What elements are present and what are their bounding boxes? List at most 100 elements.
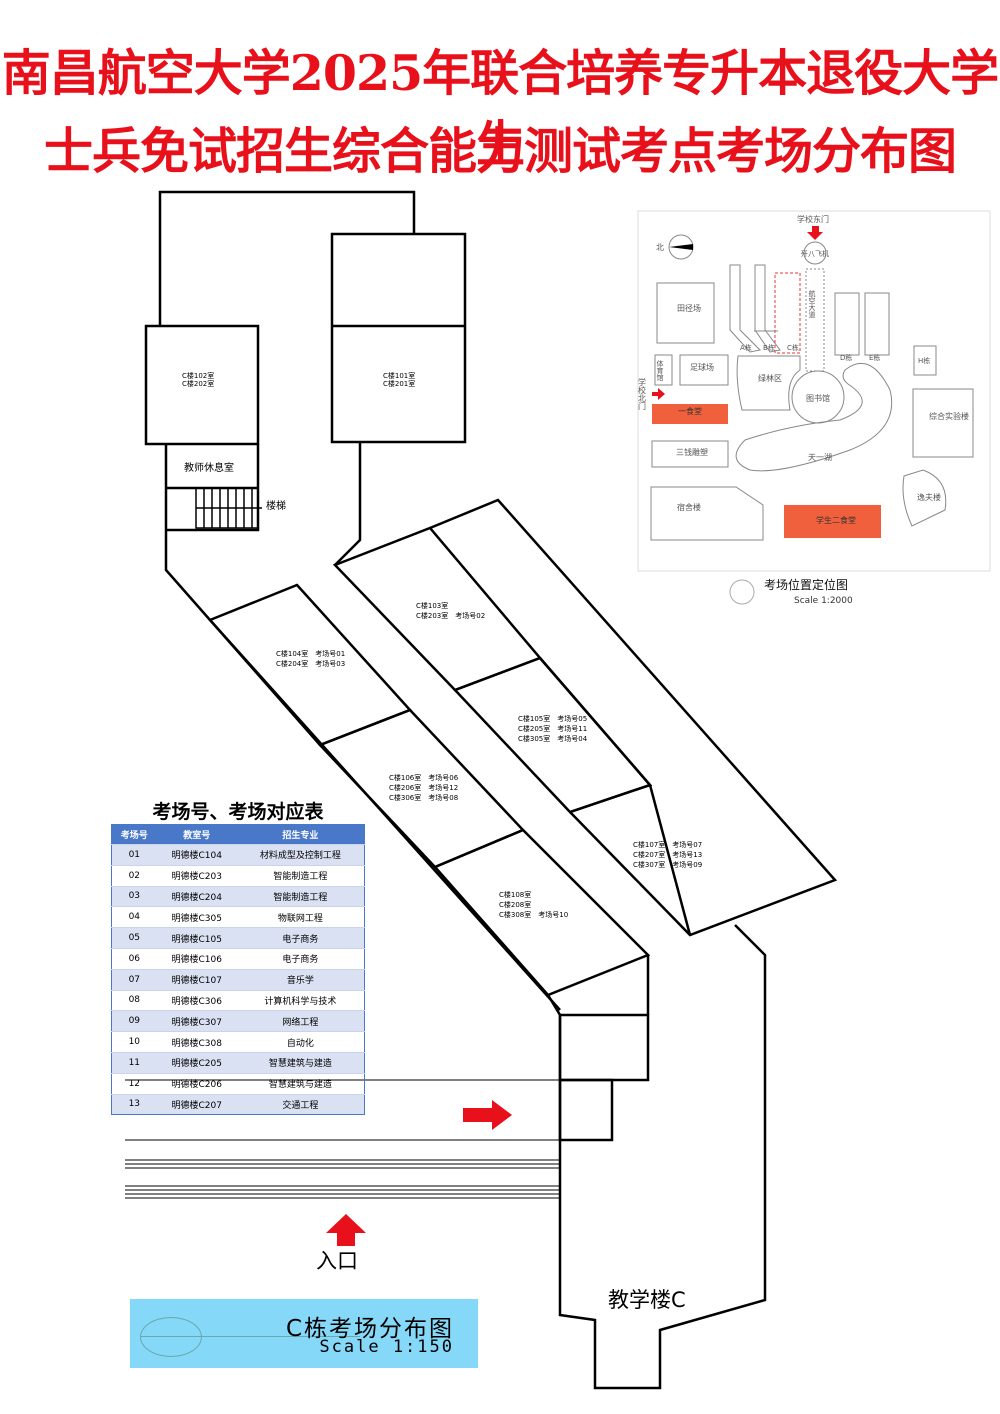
table-cell: 明德楼C307 — [156, 1010, 237, 1032]
room-label: C楼204室 考场号03 — [276, 659, 345, 668]
room-label: 楼梯 — [266, 499, 286, 512]
table-cell: 明德楼C207 — [156, 1093, 237, 1115]
svg-text:C栋: C栋 — [787, 343, 799, 352]
svg-text:三钱雕塑: 三钱雕塑 — [676, 447, 708, 457]
svg-text:学校东门: 学校东门 — [797, 214, 829, 224]
table-cell: 10 — [111, 1031, 157, 1053]
table-cell: 明德楼C305 — [156, 906, 237, 928]
room-label: C楼207室 考场号13 — [633, 850, 702, 859]
col-header: 招生专业 — [236, 824, 365, 845]
svg-text:田径场: 田径场 — [677, 303, 701, 313]
table-cell: 智慧建筑与建造 — [236, 1072, 365, 1095]
room-label: C楼102室 — [182, 371, 214, 380]
col-header: 考场号 — [111, 824, 157, 845]
title-line-1: 南昌航空大学2025年联合培养专升本退役大学生 — [1, 44, 999, 173]
table-cell: 音乐学 — [236, 968, 365, 991]
room-label: C楼208室 — [499, 900, 531, 909]
room-label: 教师休息室 — [184, 461, 234, 474]
col-header: 教室号 — [156, 824, 237, 845]
table-cell: 07 — [111, 968, 157, 991]
legend-box: C栋考场分布图 Scale 1:150 — [130, 1299, 478, 1368]
table-cell: 智能制造工程 — [236, 885, 365, 907]
room-label: C楼206室 考场号12 — [389, 783, 458, 792]
room-label: C楼308室 考场号10 — [499, 910, 568, 919]
room-label: C楼106室 考场号06 — [389, 773, 459, 782]
table-cell: 明德楼C204 — [156, 885, 237, 907]
table-cell: 明德楼C107 — [156, 968, 237, 991]
title-line-2: 士兵免试招生综合能力测试考点考场分布图 — [43, 122, 957, 180]
north-gate-arrow-icon — [652, 388, 665, 400]
svg-text:一食堂: 一食堂 — [678, 406, 702, 416]
map-title: 考场位置定位图 — [764, 577, 848, 592]
svg-text:学校北门: 学校北门 — [638, 377, 647, 411]
svg-text:综合实验楼: 综合实验楼 — [929, 411, 969, 421]
table-cell: 11 — [111, 1051, 157, 1074]
wall-left-wing — [158, 190, 416, 326]
room-label: C楼108室 — [499, 890, 531, 899]
legend-scale: Scale 1:150 — [319, 1337, 454, 1357]
table-cell: 智慧建筑与建造 — [236, 1051, 365, 1074]
svg-text:D栋: D栋 — [840, 353, 852, 362]
table-cell: 网络工程 — [236, 1010, 365, 1032]
table-cell: 04 — [111, 906, 157, 928]
map-scale: Scale 1:2000 — [794, 596, 853, 606]
entrance-arrow-icon — [326, 1214, 366, 1246]
svg-text:天一湖: 天一湖 — [808, 453, 832, 462]
table-cell: 03 — [111, 885, 157, 907]
svg-text:图书馆: 图书馆 — [806, 393, 830, 403]
table-cell: 明德楼C106 — [156, 947, 237, 970]
north-arrow-icon — [669, 244, 693, 250]
room-label: C楼105室 考场号05 — [518, 714, 587, 723]
svg-text:绿林区: 绿林区 — [758, 373, 782, 383]
svg-text:逸夫楼: 逸夫楼 — [917, 492, 941, 502]
room-label: C楼203室 考场号02 — [416, 611, 485, 620]
table-cell: 自动化 — [236, 1031, 365, 1053]
table-cell: 02 — [111, 864, 157, 887]
room-label: C楼103室 — [416, 601, 448, 610]
svg-text:航空大道: 航空大道 — [808, 289, 816, 319]
stairs-icon — [195, 487, 262, 529]
legend-title: C栋考场分布图 — [285, 1316, 454, 1342]
table-cell: 电子商务 — [236, 947, 365, 970]
svg-text:E栋: E栋 — [869, 353, 880, 362]
table-cell: 明德楼C105 — [156, 927, 237, 949]
table-cell: 电子商务 — [236, 927, 365, 949]
table-cell: 01 — [111, 844, 157, 866]
svg-text:A栋: A栋 — [740, 343, 752, 352]
table-cell: 08 — [111, 989, 157, 1011]
table-cell: 智能制造工程 — [236, 864, 365, 887]
table-cell: 05 — [111, 927, 157, 949]
table-cell: 计算机科学与技术 — [236, 989, 365, 1011]
arrow-right-icon — [463, 1100, 512, 1130]
table-cell: 明德楼C203 — [156, 864, 237, 887]
canteen1-block — [652, 404, 728, 424]
room-label: C楼202室 — [182, 379, 214, 388]
room-label: C楼205室 考场号11 — [518, 724, 587, 733]
room-label: C楼101室 — [383, 371, 415, 380]
canteen2-block — [784, 505, 881, 538]
table-cell: 明德楼C104 — [156, 844, 237, 866]
table-cell: 明德楼C206 — [156, 1072, 237, 1095]
table-cell: 交通工程 — [236, 1093, 365, 1115]
table-title: 考场号、考场对应表 — [152, 801, 324, 823]
table-cell: 06 — [111, 947, 157, 970]
east-gate-arrow-icon — [807, 226, 823, 240]
entrance-label: 入口 — [316, 1249, 358, 1273]
svg-text:歼八飞机: 歼八飞机 — [801, 249, 829, 258]
room-label: C楼201室 — [383, 379, 415, 388]
svg-text:H栋: H栋 — [918, 356, 930, 365]
room-label: C楼306室 考场号08 — [389, 793, 458, 802]
wall-lower — [546, 924, 767, 1390]
